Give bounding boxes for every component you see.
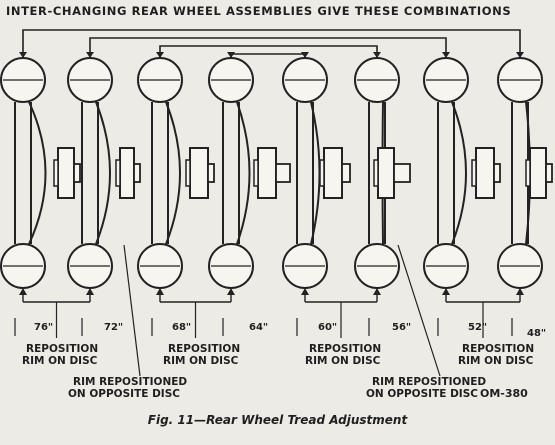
- tread-dimension: [151, 288, 235, 338]
- wheel-disc: [451, 101, 467, 245]
- measurement-76: 76": [34, 322, 54, 333]
- hub-flange: [115, 159, 121, 187]
- arrowhead: [301, 288, 309, 295]
- wheel-disc: [95, 101, 111, 245]
- wheel-assembly: [67, 57, 141, 289]
- hub-flange: [319, 159, 325, 187]
- arrowhead: [442, 288, 450, 295]
- wheel-assembly: [282, 57, 351, 289]
- axle-shaft: [73, 163, 81, 183]
- tread-dimension: [14, 288, 94, 338]
- interchange-bracket: [89, 37, 447, 58]
- arrowhead: [86, 52, 94, 58]
- label-rim-on-disc-2: RIM ON DISC: [163, 355, 239, 367]
- hub-flange: [253, 159, 259, 187]
- measurement-64: 64": [249, 322, 269, 333]
- label-rim-on-disc-4: RIM ON DISC: [458, 355, 534, 367]
- figure-code: OM-380: [480, 387, 528, 400]
- measurement-68: 68": [172, 322, 192, 333]
- axle-shaft: [275, 163, 291, 183]
- hub-flange: [185, 159, 191, 187]
- wheel-assemblies: [0, 57, 553, 289]
- wheel-disc: [165, 101, 181, 245]
- measurement-60: 60": [318, 322, 338, 333]
- axle-shaft: [393, 163, 411, 183]
- arrowhead: [86, 288, 94, 295]
- label-reposition-1: REPOSITION: [26, 343, 99, 355]
- arrowhead: [156, 52, 164, 58]
- hub-plate: [119, 147, 135, 199]
- arrowhead: [227, 288, 235, 295]
- arrowhead: [516, 52, 524, 58]
- hub-flange: [373, 159, 379, 187]
- interchange-bracket: [159, 45, 378, 58]
- hub-plate: [257, 147, 277, 199]
- leader-rim-repositioned-2: [397, 244, 441, 377]
- hub-flange: [525, 159, 531, 187]
- arrowhead: [19, 288, 27, 295]
- interchange-bracket: [22, 29, 521, 58]
- wheel-assembly: [208, 57, 291, 289]
- axle-shaft: [493, 163, 501, 183]
- hub-plate: [377, 147, 395, 199]
- interchange-bracket: [230, 53, 306, 58]
- axle-shaft: [133, 163, 141, 183]
- measurement-72: 72": [104, 322, 124, 333]
- arrowhead: [301, 52, 309, 58]
- axle-shaft: [545, 163, 553, 183]
- diagram-title: INTER-CHANGING REAR WHEEL ASSEMBLIES GIV…: [6, 4, 512, 18]
- label-on-opposite-disc-2: ON OPPOSITE DISC: [366, 388, 478, 400]
- hub-plate: [57, 147, 75, 199]
- hub-plate: [189, 147, 209, 199]
- arrowhead: [442, 52, 450, 58]
- interchange-connectors: [19, 29, 524, 58]
- wheel-disc: [236, 101, 251, 245]
- measurement-52: 52": [468, 322, 488, 333]
- label-rim-repositioned-2: RIM REPOSITIONED: [372, 376, 487, 388]
- label-rim-repositioned-1: RIM REPOSITIONED: [73, 376, 188, 388]
- label-reposition-4: REPOSITION: [462, 343, 535, 355]
- label-on-opposite-disc-1: ON OPPOSITE DISC: [68, 388, 180, 400]
- wheel-assembly: [497, 57, 553, 289]
- arrowhead: [516, 288, 524, 295]
- wheel-assembly: [423, 57, 501, 289]
- label-reposition-2: REPOSITION: [168, 343, 241, 355]
- label-rim-on-disc-1: RIM ON DISC: [22, 355, 98, 367]
- arrowhead: [19, 52, 27, 58]
- arrowhead: [373, 288, 381, 295]
- wheel-assembly: [354, 57, 411, 289]
- hub-plate: [529, 147, 547, 199]
- hub-plate: [475, 147, 495, 199]
- tread-dimension: [296, 288, 381, 338]
- hub-flange: [471, 159, 477, 187]
- arrowhead: [373, 52, 381, 58]
- measurement-56: 56": [392, 322, 412, 333]
- axle-shaft: [341, 163, 351, 183]
- tread-dimension-lines: [14, 244, 524, 377]
- hub-flange: [53, 159, 59, 187]
- hub-plate: [323, 147, 343, 199]
- measurement-48: 48": [527, 328, 547, 339]
- wheel-assembly: [0, 57, 81, 289]
- arrowhead: [156, 288, 164, 295]
- arrowhead: [227, 52, 235, 58]
- wheel-disc: [28, 101, 47, 245]
- label-reposition-3: REPOSITION: [309, 343, 382, 355]
- wheel-assembly: [137, 57, 215, 289]
- label-rim-on-disc-3: RIM ON DISC: [305, 355, 381, 367]
- tread-dimension: [437, 288, 524, 338]
- axle-shaft: [207, 163, 215, 183]
- leader-rim-repositioned-1: [123, 244, 141, 377]
- figure-caption: Fig. 11—Rear Wheel Tread Adjustment: [147, 413, 408, 427]
